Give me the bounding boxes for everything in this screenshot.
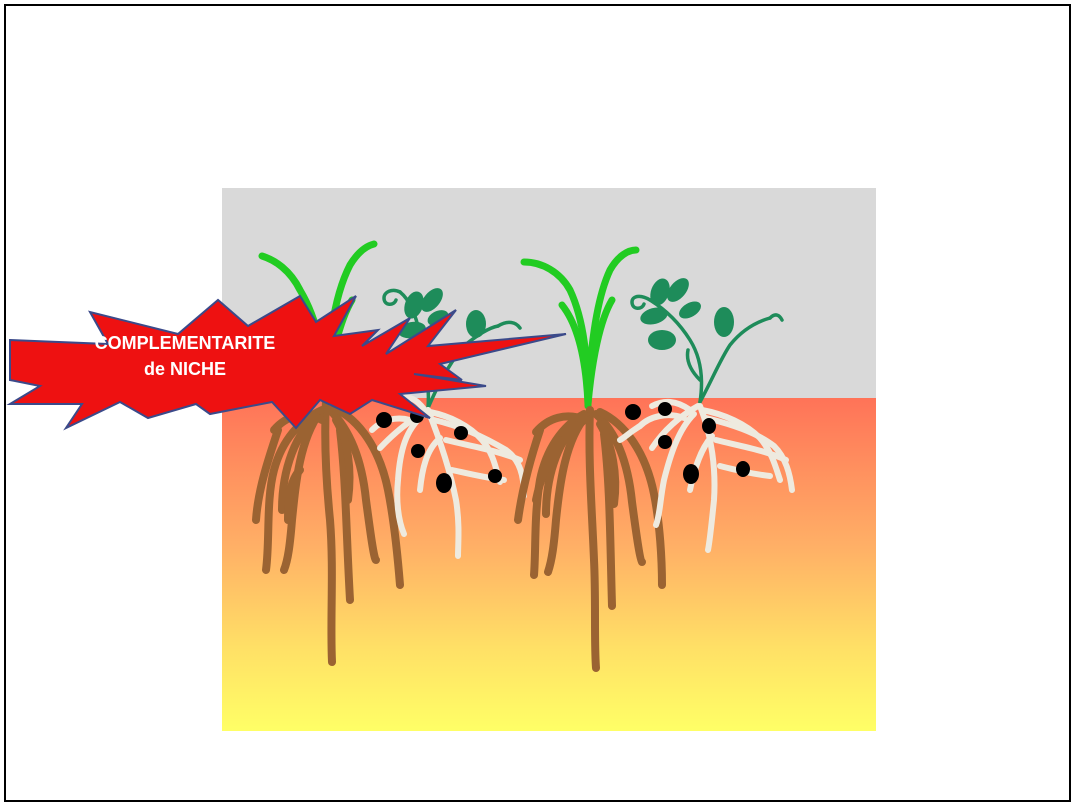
callout-line-2: de NICHE — [90, 356, 280, 382]
callout-label: COMPLEMENTARITE de NICHE — [90, 330, 280, 382]
callout-line-1: COMPLEMENTARITE — [90, 330, 280, 356]
